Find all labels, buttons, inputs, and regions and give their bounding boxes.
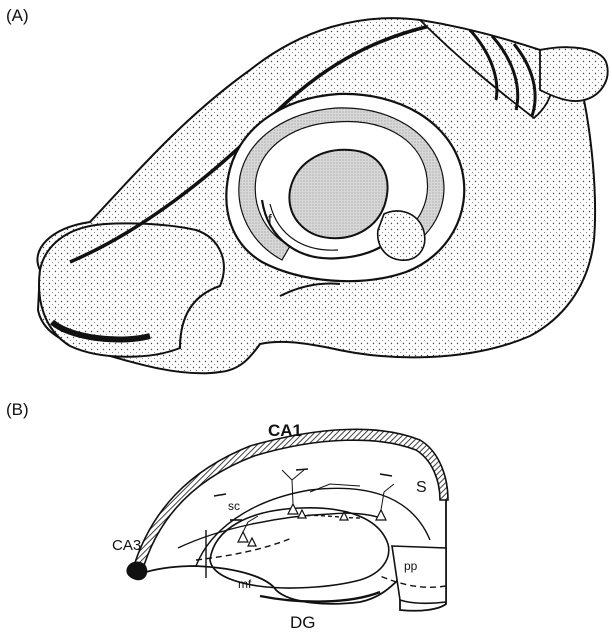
hippocampus-circuit: CA1 CA3 S DG sc mf pp — [112, 421, 448, 632]
subiculum — [392, 546, 446, 603]
subiculum-label: S — [416, 479, 427, 496]
brain-illustration: f — [37, 18, 607, 373]
pp-label: pp — [404, 559, 418, 573]
neuron-cells — [238, 504, 386, 546]
fornix-label: f — [268, 211, 272, 227]
mf-label: mf — [238, 577, 252, 591]
ca3-label: CA3 — [112, 537, 141, 554]
brainstem — [540, 47, 608, 101]
ca1-label: CA1 — [268, 421, 302, 440]
ca3-end — [126, 562, 147, 581]
sc-label: sc — [228, 499, 240, 513]
dg-label: DG — [290, 613, 316, 632]
